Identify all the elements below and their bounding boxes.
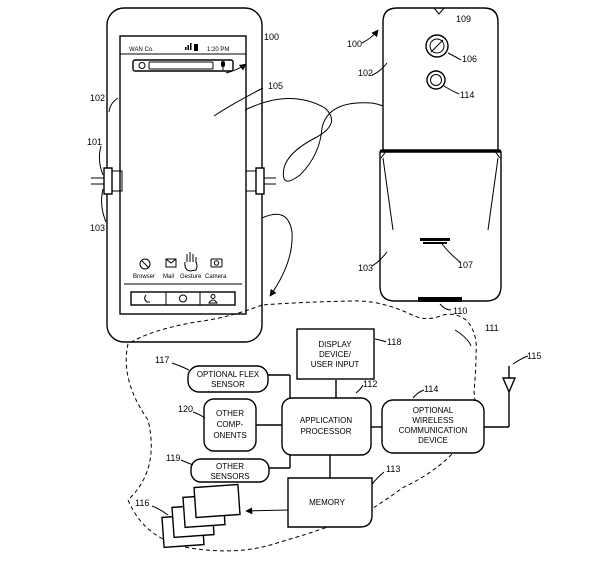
housing-outline <box>125 300 477 552</box>
gesture-hand-icon[interactable] <box>184 252 198 272</box>
ref-116: 116 <box>135 498 149 508</box>
ref-105: 105 <box>268 81 283 91</box>
app-processor-line-1: APPLICATION <box>300 416 353 425</box>
contacts-icon[interactable] <box>208 294 218 304</box>
wireless-line-2: WIRELESS <box>412 416 453 425</box>
ref-106: 106 <box>462 54 477 64</box>
ref-120: 120 <box>178 404 193 414</box>
display-dots-icon <box>420 238 450 244</box>
document-stack-icon <box>161 483 241 549</box>
ref-114-bottom: 114 <box>424 384 438 394</box>
other-sensors-line-1: OTHER <box>216 462 244 471</box>
flex-sensor-line-2: SENSOR <box>211 380 245 389</box>
ref-112: 112 <box>363 379 377 389</box>
ref-102-right: 102 <box>358 68 373 78</box>
memory-block <box>287 477 373 528</box>
ref-119: 119 <box>166 453 180 463</box>
ref-107: 107 <box>458 260 473 270</box>
ref-111: 111 <box>485 323 499 333</box>
ref-100-left: 100 <box>264 32 279 42</box>
connector-port-icon <box>418 297 462 302</box>
signal-icon <box>185 43 192 50</box>
ref-113: 113 <box>386 464 400 474</box>
carrier-label: WAN Co. <box>129 47 154 53</box>
camera-lens-icon <box>425 34 449 58</box>
ref-103-right: 103 <box>358 263 373 273</box>
battery-icon <box>194 44 198 51</box>
ref-103-left: 103 <box>90 223 105 233</box>
memory-label: MEMORY <box>309 498 346 507</box>
ref-114-top: 114 <box>460 90 474 100</box>
app-label-camera[interactable]: Camera <box>205 274 227 280</box>
ref-101: 101 <box>87 137 102 147</box>
ref-110: 110 <box>453 306 467 316</box>
application-processor-block <box>281 397 372 456</box>
ref-102-left: 102 <box>90 93 105 103</box>
ref-100-right: 100 <box>347 39 362 49</box>
mail-icon[interactable] <box>165 258 177 268</box>
flex-sensor-block <box>187 365 269 393</box>
display-device-line-1: DISPLAY <box>318 340 352 349</box>
antenna-icon <box>501 366 517 394</box>
ref-117: 117 <box>155 355 169 365</box>
search-input[interactable] <box>148 61 214 70</box>
display-device-line-3: USER INPUT <box>311 360 360 369</box>
wireless-line-4: DEVICE <box>418 436 448 445</box>
other-components-line-3: ONENTS <box>213 431 246 440</box>
ref-118: 118 <box>387 337 401 347</box>
ref-109: 109 <box>456 14 471 24</box>
other-components-line-1: OTHER <box>216 409 244 418</box>
wireless-line-1: OPTIONAL <box>413 406 454 415</box>
search-icon[interactable] <box>138 62 146 69</box>
app-label-gesture[interactable]: Gesture <box>180 274 202 280</box>
mic-icon[interactable] <box>221 61 225 70</box>
app-processor-line-2: PROCESSOR <box>300 427 351 436</box>
wireless-line-3: COMMUNICATION <box>399 426 468 435</box>
flex-sensor-line-1: OPTIONAL FLEX <box>197 370 260 379</box>
home-button-icon[interactable] <box>179 294 187 303</box>
other-components-block <box>203 398 257 452</box>
ref-115: 115 <box>527 351 541 361</box>
folded-phone <box>379 7 502 302</box>
display-device-line-2: DEVICE/ <box>319 350 352 359</box>
flash-icon <box>426 70 446 90</box>
wireless-device-block <box>381 399 485 454</box>
other-sensors-block <box>190 458 270 483</box>
unfolded-phone: WAN Co. 1:20 PM Br <box>91 7 276 343</box>
phone-icon[interactable] <box>144 294 150 303</box>
display-device-block <box>296 328 375 380</box>
other-sensors-line-2: SENSORS <box>210 472 249 481</box>
camera-icon[interactable] <box>210 258 223 268</box>
time-label: 1:20 PM <box>207 47 229 53</box>
app-label-mail[interactable]: Mail <box>163 274 174 280</box>
other-components-line-2: COMP- <box>217 420 244 429</box>
app-label-browser[interactable]: Browser <box>133 274 155 280</box>
browser-icon[interactable] <box>139 258 151 270</box>
